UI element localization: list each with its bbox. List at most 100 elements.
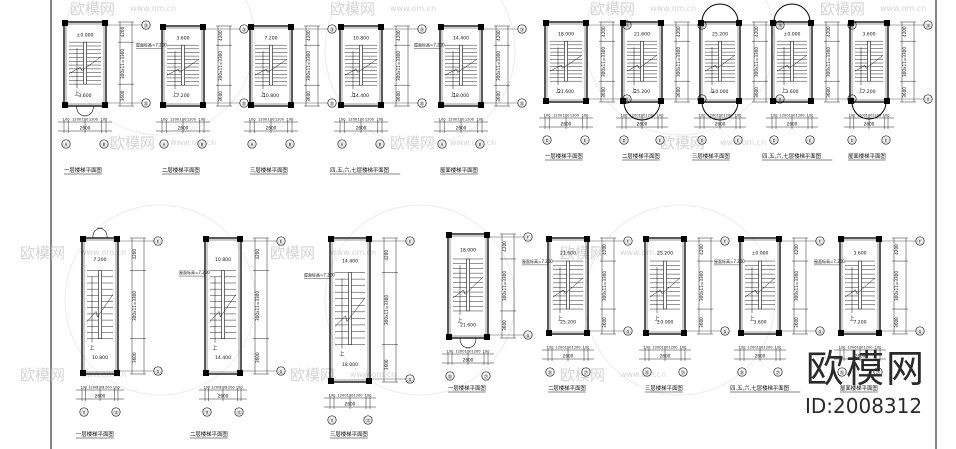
up-label: 上 [350,91,355,98]
structural-column [62,102,68,108]
stair-outer-wall [329,237,371,383]
stair-inner-wall [341,27,381,105]
dimension-text: 2600 [463,358,474,363]
dimension-text: 4200 [384,250,389,261]
axis-bubble-left [545,367,555,377]
axis-bubble-bottom-label: Ⓖ [817,327,822,335]
dimension-text: 1200 [857,114,867,118]
plan-caption: 三层楼梯平面图 [692,152,730,160]
axis-bubble-right [881,135,891,145]
stair-break-line [452,276,484,299]
structural-column [62,20,68,26]
elevation-flag-text: 屋面标高=7.200 [179,269,210,275]
dimension-text: 3600 [699,317,704,328]
watermark-site-faint: www.om.cn [720,138,766,147]
structural-column [378,102,384,108]
axis-bubble-right-label: ⑦ [484,374,489,380]
dimension-text: 4200 [218,30,223,41]
dimension-text: 100 [657,114,665,118]
handrail [663,260,667,310]
dimension-text: 100 [883,114,891,118]
structural-column [698,98,704,104]
stair-inner-wall [441,27,481,105]
floor-level-tag: 14.400 [353,93,369,99]
axis-bubble-left-label: Ⓓ [544,136,549,144]
plan-caption: 屋面楼梯平面图 [848,152,886,160]
dimension-text: 3600 [218,91,223,102]
dimension-text: 1200 [571,346,581,350]
handrail [758,260,762,310]
watermark-brand-faint: 欧模网 [560,366,605,384]
structural-column [736,20,742,26]
up-label: 上 [339,351,344,358]
structural-column [338,24,344,30]
dimension-text: 100 [735,114,743,118]
structural-column [583,98,589,104]
dimension-text: 100 [358,118,366,122]
structural-column [438,102,444,108]
dimension-text: 2600 [178,126,189,131]
dimension-text: 2600 [787,122,798,127]
dimension-text: 300x11=3300 [754,47,759,77]
watermark-brand-faint: 欧模网 [560,244,605,262]
up-label: 上 [849,315,854,322]
stair-inner-wall [449,235,487,337]
stair-inner-wall [841,239,879,333]
dimension-text: 300x11=3300 [132,291,137,321]
dimension-text: 100 [113,386,121,390]
axis-bubble-left-label: ⑪ [329,416,334,424]
dimension-text: 1200 [723,114,733,118]
up-label: 上 [557,315,562,322]
stair-inner-wall [646,239,684,333]
dimension-text: 1200 [258,118,268,122]
structural-column [366,378,372,384]
dimension-text: 4200 [602,244,607,255]
dimension-text: 100 [483,350,491,354]
stair-outer-wall [699,21,741,103]
up-label: 上 [749,315,754,322]
watermark-site-faint: www.om.cn [650,4,696,13]
plan-caption: 一层楼梯平面图 [64,166,102,174]
dimension-text: 1200 [465,118,475,122]
dimension-text: 100 [775,346,783,350]
landing-level-tag: 21.600 [634,32,650,38]
stair-outer-wall [621,21,663,103]
stair-break-line [166,58,200,76]
structural-column [114,370,120,376]
stair-outer-wall [447,233,489,339]
dimension-text: 4200 [676,26,681,37]
dimension-text: 100 [875,346,883,350]
stair-break-line [844,277,876,298]
axis-bubble-bottom-label: Ⓖ [525,331,530,339]
axis-bubble-top-label: ③ [520,27,525,33]
dimension-text: 100 [565,346,573,350]
axis-bubble-top-label: Ⓔ [407,237,412,245]
stair-inner-wall [701,23,739,101]
axis-bubble-top-label: ⑲ [624,21,629,29]
watermark-circle-faint [324,0,516,146]
dimension-text: 1200 [707,114,717,118]
dimension-text: 100 [739,346,747,350]
entrance-door-swing [459,337,477,349]
stair-inner-wall [546,23,586,101]
axis-bubble-right [873,367,883,377]
dimension-text: 4200 [794,244,799,255]
axis-bubble-bottom-label: Ⓖ [278,367,283,375]
dimension-text: 100 [63,118,71,122]
axis-bubble-left-label: ⑤ [448,374,453,380]
watermark-brand-faint: 欧模网 [270,244,315,262]
structural-column [80,370,86,376]
axis-bubble-left [445,371,455,381]
structural-column [102,20,108,26]
dimension-text: 100 [866,114,874,118]
structural-column [884,98,890,104]
up-label: 上 [212,345,217,352]
dimension-text: 3600 [902,87,907,98]
dimension-text: 300x11=3300 [255,291,260,321]
axis-bubble-top-label: Ⓕ [625,237,630,245]
dimension-text: 100 [839,346,847,350]
landing-level-tag: 18.000 [460,248,476,254]
structural-column [203,236,209,242]
stair-break-line [776,54,808,72]
